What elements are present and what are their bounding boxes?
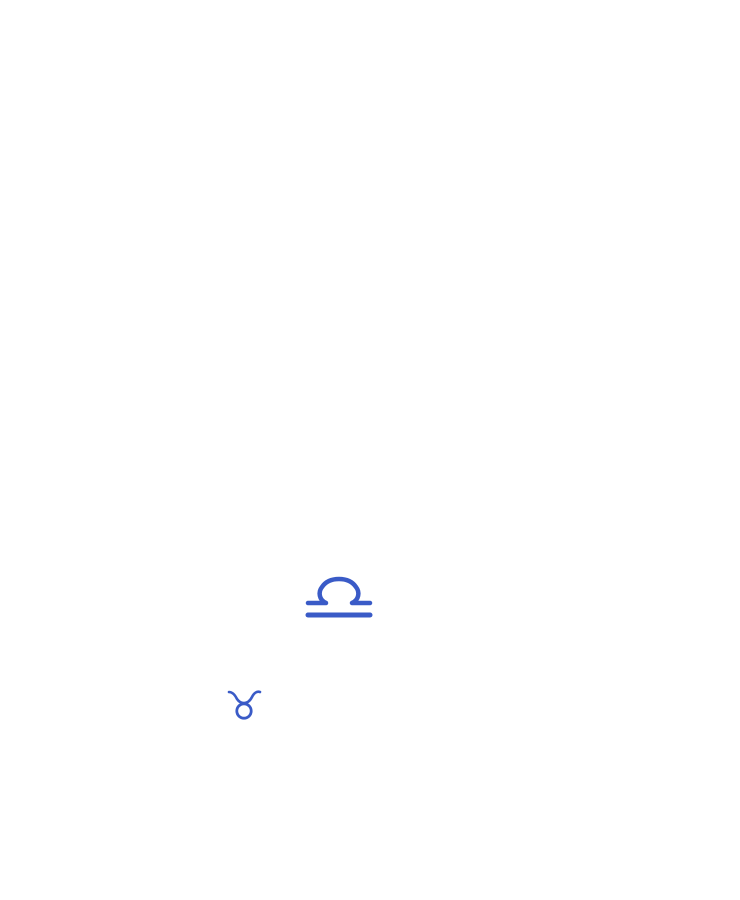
taurus-icon (227, 690, 262, 720)
libra-icon (305, 576, 373, 618)
